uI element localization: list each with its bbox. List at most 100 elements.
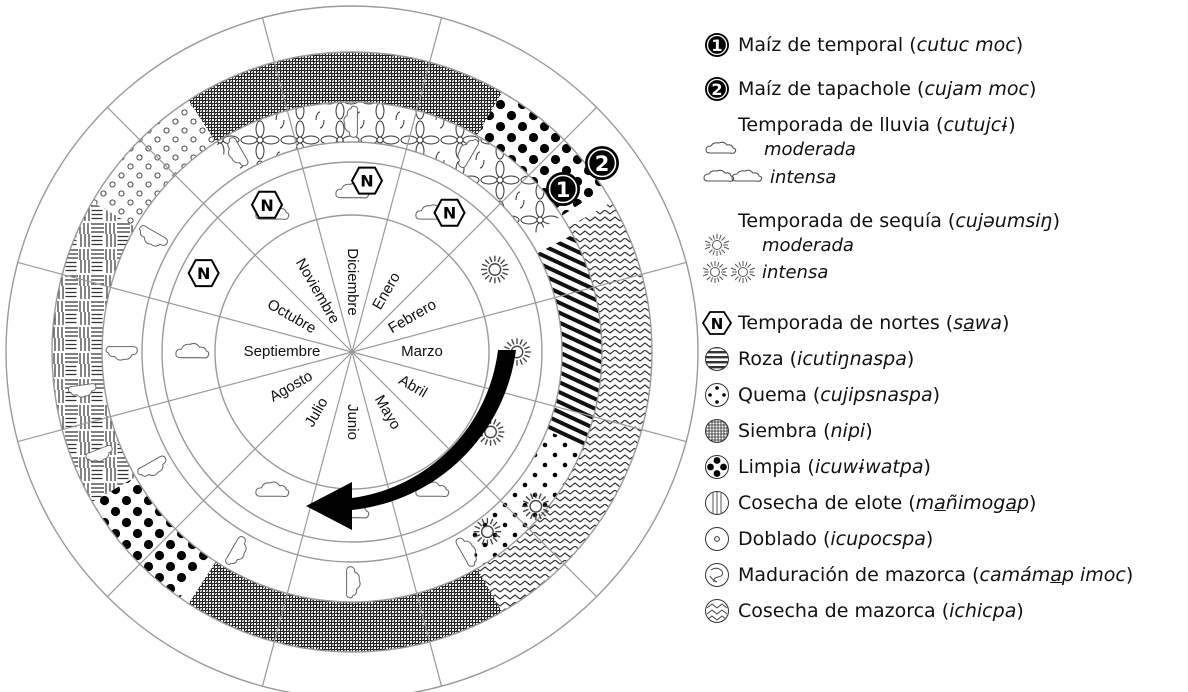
siembra-band-south <box>188 561 516 653</box>
legend-maduracion-term: camámap imoc <box>979 564 1126 586</box>
north-marker-text: N <box>360 172 373 191</box>
legend-siembra-name: Siembra <box>738 420 818 442</box>
legend-limpia: Limpia (icuwɨwatpa) <box>702 454 931 480</box>
siembra-band-north <box>188 51 503 143</box>
legend-doblado: Doblado (icupocspa) <box>702 526 933 552</box>
legend-sequia: Temporada de sequía (cujəumsiŋ) <box>738 210 1060 232</box>
legend-siembra: Siembra (nipi) <box>702 418 873 444</box>
legend-maiz-temporal: 1 Maíz de temporal (cutuc moc) <box>702 32 1023 58</box>
north-marker-text: N <box>197 264 210 283</box>
month-divider <box>351 351 598 598</box>
legend-lluvia: Temporada de lluvia (cutujcɨ) <box>738 114 1016 136</box>
cloud-icon <box>255 481 290 498</box>
maduracion-band-ne <box>457 135 562 238</box>
legend-roza-name: Roza <box>738 348 784 370</box>
cloud-icon <box>105 345 138 361</box>
legend-nortes: N Temporada de nortes (sawa) <box>702 310 1009 336</box>
svg-text:2: 2 <box>711 80 722 99</box>
cloud-icon <box>175 342 210 359</box>
maiz-tapachole-marker-number: 2 <box>595 152 610 176</box>
legend-maiz-temporal-name: Maíz de temporal <box>738 34 904 56</box>
legend-lluvia-intense: intensa <box>702 166 836 188</box>
two-suns-icon <box>702 261 756 283</box>
month-divider <box>351 351 443 687</box>
two-clouds-icon <box>703 169 763 182</box>
sun-icon <box>481 255 509 284</box>
legend-cosecha-elote-name: Cosecha de elote <box>738 492 903 514</box>
legend-quema: Quema (cujipsnaspa) <box>702 382 940 408</box>
calendar-rings <box>5 5 699 692</box>
limpia-band-west <box>92 477 209 598</box>
cloud-icon <box>455 537 477 567</box>
svg-text:N: N <box>711 315 724 333</box>
cloud-icon <box>343 105 359 138</box>
legend-lluvia-term: cutujcɨ <box>943 114 1009 136</box>
legend-cosecha-mazorca: Cosecha de mazorca (ichicpa) <box>702 598 1024 624</box>
cloud-icon <box>85 444 113 462</box>
month-divider <box>106 106 353 353</box>
legend-nortes-name: Temporada de nortes <box>738 312 940 334</box>
legend-lluvia-name: Temporada de lluvia <box>738 114 931 136</box>
legend-maiz-temporal-term: cutuc moc <box>916 34 1016 56</box>
cloud-icon <box>345 566 361 599</box>
month-label: Enero <box>369 270 404 313</box>
cloud-icon <box>137 455 167 477</box>
cosecha-elote-pattern-icon <box>705 491 729 515</box>
legend-quema-term: cujipsnaspa <box>820 384 933 406</box>
legend-maduracion-name: Maduración de mazorca <box>738 564 967 586</box>
legend-roza-term: icutiŋnaspa <box>797 348 907 370</box>
maduracion-pattern-icon <box>705 563 729 587</box>
month-label: Julio <box>301 395 331 430</box>
month-label: Junio <box>344 404 361 440</box>
sun-icon <box>704 234 730 256</box>
month-divider <box>106 351 353 598</box>
sun-icon <box>473 517 502 546</box>
cloud-icon <box>705 141 737 154</box>
legend-limpia-name: Limpia <box>738 456 802 478</box>
cloud-icon <box>68 383 97 398</box>
roza-pattern-icon <box>705 347 729 371</box>
cloud-icon <box>139 225 169 247</box>
month-label: Septiembre <box>244 343 321 360</box>
legend-nortes-term: sawa <box>953 312 1002 334</box>
cloud-icon <box>457 139 479 169</box>
number-one-icon: 1 <box>705 33 729 57</box>
cosecha-mazorca-band <box>477 202 652 612</box>
north-hexagon-icon: N <box>433 198 466 227</box>
legend-sequia-term: cujəumsiŋ <box>955 210 1053 232</box>
doblado-band <box>92 100 216 227</box>
svg-text:1: 1 <box>711 36 722 55</box>
number-two-icon: 2 <box>705 77 729 101</box>
maiz-tapachole-marker: 2 <box>585 146 619 180</box>
quema-pattern-icon <box>705 383 729 407</box>
legend-sequia-moderate-label: moderada <box>762 234 854 256</box>
legend-sequia-intense-label: intensa <box>762 261 829 283</box>
ring-0 <box>5 5 699 692</box>
legend-maiz-tapachole-term: cujam moc <box>924 78 1029 100</box>
limpia-pattern-icon <box>705 455 729 479</box>
ring-1 <box>51 51 653 653</box>
north-hexagon-icon: N <box>187 259 220 288</box>
cosecha-mazorca-pattern-icon <box>705 599 729 623</box>
month-divider <box>351 106 598 353</box>
month-divider <box>261 17 353 353</box>
month-divider <box>17 351 353 443</box>
legend-maiz-tapachole: 2 Maíz de tapachole (cujam moc) <box>702 76 1036 102</box>
cloud-icon <box>227 137 249 167</box>
month-divider <box>261 351 353 687</box>
month-label: Marzo <box>401 343 443 360</box>
legend-limpia-term: icuwɨwatpa <box>814 456 924 478</box>
legend-quema-name: Quema <box>738 384 807 406</box>
maduracion-band-north <box>215 102 477 176</box>
legend-roza: Roza (icutiŋnaspa) <box>702 346 914 372</box>
legend-cosecha-elote-term: mañimogap <box>915 492 1030 514</box>
siembra-pattern-icon <box>705 419 729 443</box>
activity-bands <box>51 51 652 653</box>
maiz-temporal-marker-number: 1 <box>556 178 571 202</box>
legend-maiz-tapachole-name: Maíz de tapachole <box>738 78 911 100</box>
doblado-pattern-icon <box>705 527 729 551</box>
month-divider <box>351 351 687 443</box>
legend-sequia-intense: intensa <box>702 259 828 285</box>
